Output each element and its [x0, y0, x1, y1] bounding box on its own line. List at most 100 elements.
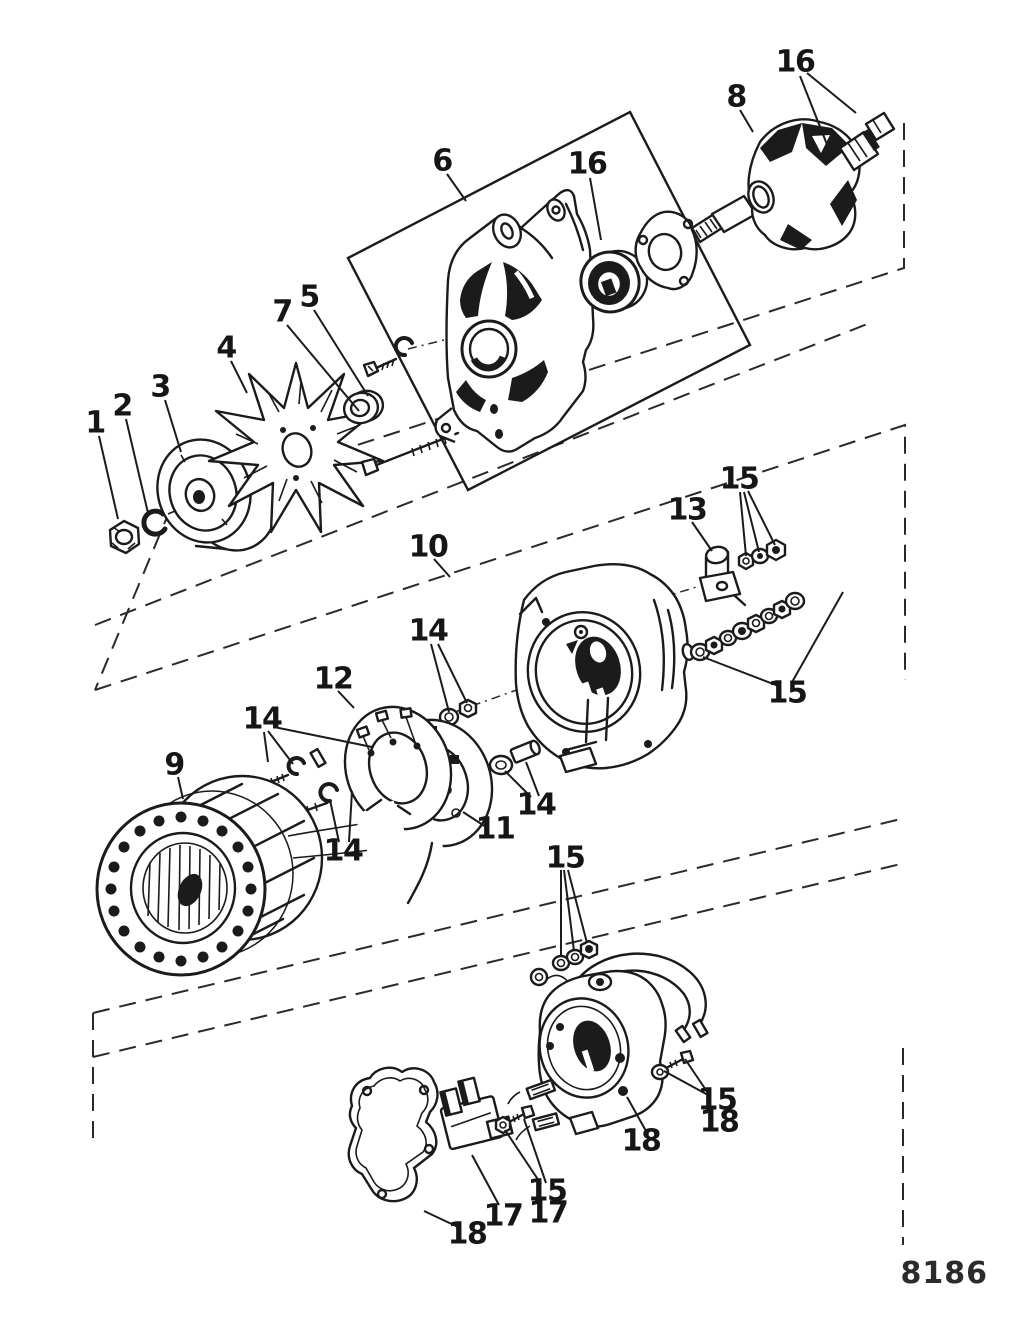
callout-13: 13 — [668, 493, 707, 528]
boundary-dashed-lower-a — [92, 817, 906, 1014]
leader-line-3 — [164, 399, 182, 453]
callout-5: 5 — [299, 280, 318, 315]
callout-2: 2 — [112, 389, 131, 424]
part-spacer-ring — [342, 389, 385, 425]
part-lock-washer — [141, 508, 168, 537]
leader-line-14 — [430, 643, 450, 713]
leader-line-2 — [125, 418, 149, 514]
leader-line-9 — [177, 776, 184, 800]
part-stator — [95, 774, 380, 977]
leader-line-11 — [462, 811, 487, 828]
boundary-dashed-middle-group — [94, 423, 906, 691]
part-terminal-stud — [698, 545, 747, 607]
callout-15: 15 — [720, 462, 759, 497]
boundary-dashed-mid-upper — [94, 322, 871, 626]
leader-line-14 — [348, 790, 353, 843]
leader-line-15 — [567, 869, 588, 944]
leader-line-16 — [806, 72, 857, 114]
callout-4: 4 — [216, 331, 236, 366]
stator-teeth — [105, 811, 257, 967]
leader-line-15 — [702, 656, 782, 688]
leader-line-14 — [273, 726, 373, 748]
leader-line-5 — [313, 309, 369, 397]
leader-line-15 — [739, 491, 747, 557]
leader-line-15 — [663, 1070, 709, 1096]
part-brush-screw — [494, 1104, 536, 1135]
assembly-boundaries — [92, 110, 906, 1245]
callout-14: 14 — [409, 614, 448, 649]
callout-1: 1 — [85, 406, 104, 441]
leader-line-4 — [230, 360, 248, 394]
boundary-solid-endframe-group — [346, 110, 752, 492]
part-gasket — [347, 1066, 439, 1203]
leader-line-17 — [471, 1154, 500, 1206]
callout-15: 15 — [768, 676, 807, 711]
fan-opening-cutout — [460, 262, 492, 318]
drawing-number: 8186 — [901, 1256, 989, 1291]
callout-16: 16 — [568, 147, 607, 182]
callout-17: 17 — [529, 1196, 568, 1231]
leader-line-14 — [329, 799, 340, 843]
leader-line-14 — [504, 770, 532, 798]
part-terminal-washer-row — [689, 591, 806, 662]
callout-14: 14 — [517, 788, 556, 823]
callout-7: 7 — [272, 295, 291, 330]
leader-line-15 — [563, 869, 575, 952]
callout-3: 3 — [150, 370, 169, 405]
part-through-bolt-front — [360, 431, 460, 477]
part-regulator-washers — [551, 939, 599, 972]
part-insulator-washers — [438, 698, 541, 776]
part-pulley-nut — [108, 519, 141, 555]
leader-line-1 — [98, 435, 119, 520]
part-front-bearing — [579, 249, 649, 314]
callout-11: 11 — [476, 812, 515, 847]
callout-8: 8 — [726, 80, 746, 115]
leader-line-14 — [525, 761, 540, 797]
leader-line-16 — [589, 177, 602, 241]
callout-15: 15 — [698, 1083, 737, 1118]
leader-line-12 — [337, 690, 355, 709]
leader-line-10 — [433, 558, 451, 578]
callout-18: 18 — [622, 1124, 661, 1159]
leader-line-13 — [691, 521, 713, 552]
part-bearing-retainer-screw — [362, 357, 398, 378]
callout-9: 9 — [164, 748, 183, 783]
part-regulator-screw — [650, 1049, 695, 1081]
callout-10: 10 — [409, 530, 448, 565]
leader-line-14 — [437, 643, 468, 704]
callout-12: 12 — [314, 662, 353, 697]
part-rear-housing — [514, 563, 695, 774]
leader-line-14 — [267, 730, 294, 765]
boundary-dashed-lower-b — [92, 862, 906, 1058]
leader-line-14 — [263, 731, 269, 763]
part-brush-holder — [439, 1076, 514, 1151]
leader-line-18 — [423, 1210, 459, 1228]
part-front-housing — [434, 188, 595, 453]
callout-14: 14 — [324, 834, 363, 869]
callout-16: 16 — [776, 45, 815, 80]
part-rotor — [690, 111, 896, 251]
part-rectifier — [343, 705, 453, 866]
callout-14: 14 — [243, 702, 282, 737]
part-terminal-nuts — [737, 538, 787, 571]
leader-line-15 — [790, 591, 844, 685]
leader-line-15 — [747, 490, 776, 546]
callout-17: 17 — [484, 1199, 523, 1234]
leader-line-7 — [286, 324, 360, 412]
callout-18: 18 — [448, 1217, 487, 1252]
leader-line-8 — [739, 109, 754, 133]
leader-line-6 — [446, 173, 467, 202]
leader-line-15 — [523, 1118, 547, 1184]
leader-line-15 — [504, 1129, 542, 1185]
leader-line-15 — [743, 491, 760, 553]
leader-line-15 — [684, 1058, 709, 1094]
callout-6: 6 — [432, 144, 452, 179]
leader-line-16 — [799, 75, 829, 148]
callout-15: 15 — [546, 841, 585, 876]
part-regulator — [507, 952, 709, 1141]
part-bearing-retainer-plate — [634, 210, 698, 291]
callout-18: 18 — [700, 1105, 739, 1140]
